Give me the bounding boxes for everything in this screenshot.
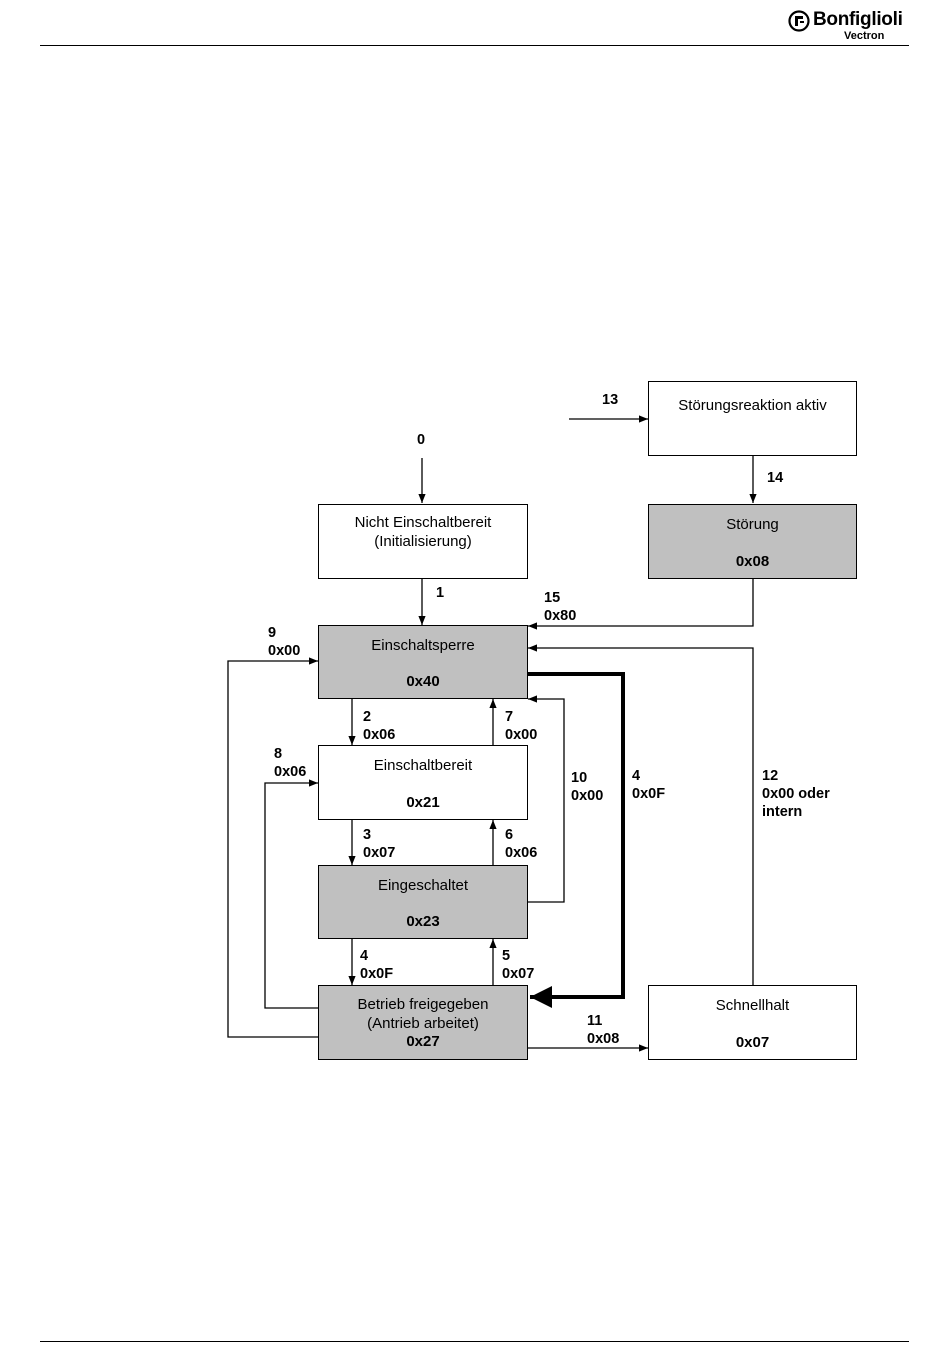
state-code: 0x21	[406, 794, 440, 811]
logo-sub-text: Vectron	[844, 30, 885, 42]
state-einschaltsperre: Einschaltsperre 0x40	[318, 625, 528, 699]
state-code: 0x27	[406, 1033, 440, 1050]
arrow-4b-thick	[528, 672, 625, 1008]
arrow-12	[528, 644, 754, 985]
state-name: Schnellhalt	[715, 997, 790, 1014]
state-code: 0x08	[735, 553, 770, 570]
state-name-sub: (Antrieb arbeitet)	[367, 1015, 479, 1032]
state-stoerungsreaktion-aktiv: Störungsreaktion aktiv	[648, 381, 857, 456]
state-einschaltbereit: Einschaltbereit 0x21	[318, 745, 528, 820]
state-name: Einschaltsperre	[371, 637, 475, 654]
state-nicht-einschaltbereit: Nicht Einschaltbereit (Initialisierung)	[318, 504, 528, 579]
arrow-10	[528, 695, 565, 903]
state-schnellhalt: Schnellhalt 0x07	[648, 985, 857, 1060]
state-eingeschaltet: Eingeschaltet 0x23	[318, 865, 528, 939]
logo-brand-text: Bonfiglioli	[813, 9, 903, 30]
state-name: Störung	[726, 516, 779, 533]
bonfiglioli-logo-icon	[788, 10, 810, 32]
state-code: 0x40	[406, 673, 440, 690]
state-code: 0x07	[735, 1034, 770, 1051]
state-name: Nicht Einschaltbereit	[354, 514, 492, 531]
arrow-8	[264, 779, 318, 1009]
header-rule	[40, 45, 909, 46]
state-name: Eingeschaltet	[377, 877, 469, 894]
transition-label-13: 13	[602, 392, 619, 408]
footer-rule	[40, 1341, 909, 1342]
arrow-15	[528, 579, 754, 630]
state-name: Einschaltbereit	[373, 757, 473, 774]
state-code: 0x23	[406, 913, 440, 930]
transition-label-0: 0	[417, 432, 426, 448]
state-name: Störungsreaktion aktiv	[678, 397, 827, 414]
bonfiglioli-logo: Bonfiglioli Vectron	[788, 8, 908, 44]
arrow-9	[227, 657, 318, 1038]
state-stoerung: Störung 0x08	[648, 504, 857, 579]
state-betrieb-freigegeben: Betrieb freigegeben (Antrieb arbeitet) 0…	[318, 985, 528, 1060]
state-name-sub: (Initialisierung)	[374, 533, 472, 550]
transition-label-1: 1	[436, 585, 445, 601]
state-name: Betrieb freigegeben	[357, 996, 489, 1013]
transition-label-14: 14	[767, 470, 784, 486]
